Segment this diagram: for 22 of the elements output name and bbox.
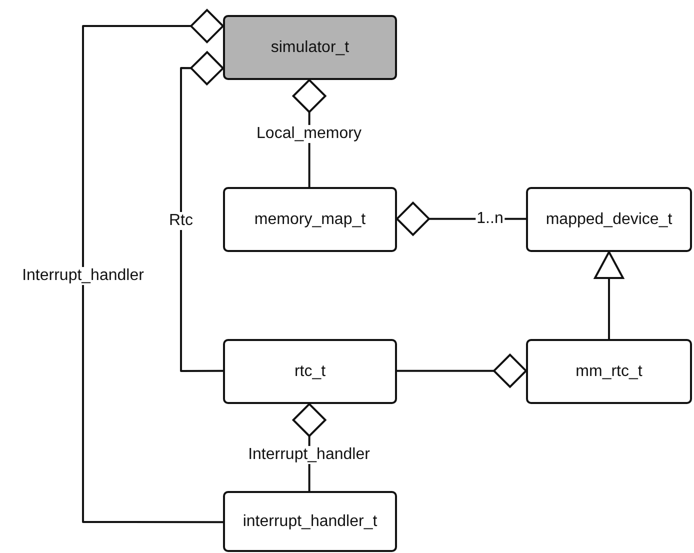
edge-label: Interrupt_handler	[247, 446, 371, 464]
generalization-arrow	[594, 251, 624, 339]
edge-label: Rtc	[168, 212, 194, 230]
aggregation-connector	[397, 354, 527, 388]
class-name: mapped_device_t	[546, 210, 672, 228]
class-name: mm_rtc_t	[576, 362, 642, 380]
class-box	[526, 339, 692, 404]
aggregation-connector	[292, 79, 326, 187]
class-box	[223, 187, 397, 252]
aggregation-connector	[292, 403, 326, 491]
class-box	[526, 187, 692, 252]
aggregation-connector	[82, 9, 224, 524]
class-box	[223, 491, 397, 552]
edge-label: Interrupt_handler	[21, 267, 145, 285]
class-name: rtc_t	[294, 362, 326, 380]
aggregation-connector	[180, 51, 224, 372]
class-name: interrupt_handler_t	[242, 512, 378, 530]
class-box	[223, 15, 397, 80]
class-name: memory_map_t	[254, 210, 366, 228]
class-name: simulator_t	[270, 38, 350, 56]
edge-label: Local_memory	[256, 125, 362, 143]
class-box	[223, 339, 397, 404]
